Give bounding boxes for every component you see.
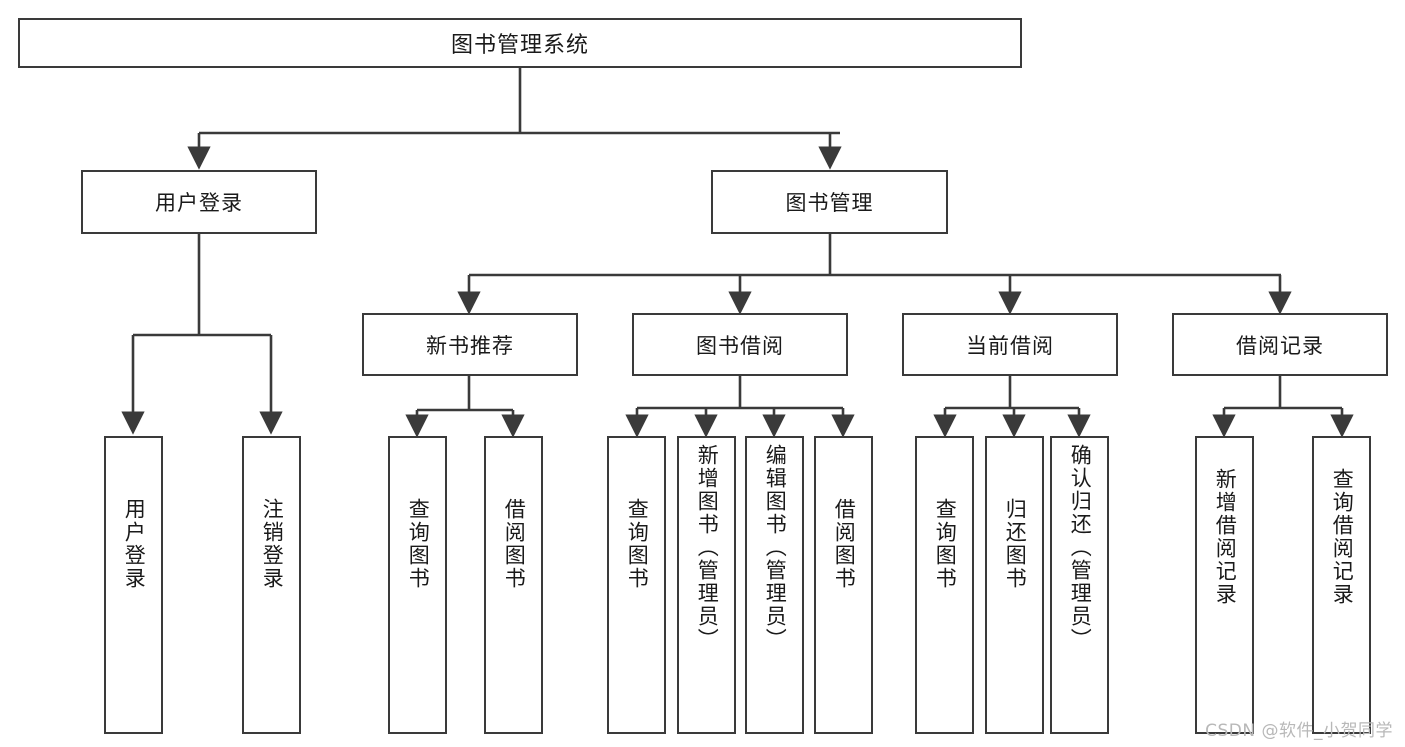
node-label: 查询图书 <box>933 498 958 590</box>
leaf-return-book[interactable]: 归还图书 <box>985 436 1044 734</box>
node-book-borrow[interactable]: 图书借阅 <box>632 313 848 376</box>
leaf-query-book-borrow[interactable]: 查询图书 <box>607 436 666 734</box>
node-label: 注销登录 <box>260 498 285 590</box>
leaf-edit-book-admin[interactable]: 编辑图书（管理员） <box>745 436 804 734</box>
node-label: 图书借阅 <box>696 333 784 358</box>
node-label: 用户登录 <box>155 191 243 215</box>
node-label: 图书管理 <box>785 191 874 215</box>
node-label: 查询借阅记录 <box>1330 468 1355 606</box>
node-label: 当前借阅 <box>966 333 1054 358</box>
leaf-add-book-admin[interactable]: 新增图书（管理员） <box>677 436 736 734</box>
node-book-management[interactable]: 图书管理 <box>711 170 948 234</box>
node-label: 归还图书 <box>1003 498 1028 590</box>
node-current-borrow[interactable]: 当前借阅 <box>902 313 1118 376</box>
node-label: 新书推荐 <box>426 333 514 358</box>
node-label: 查询图书 <box>406 498 431 590</box>
node-new-book-recommend[interactable]: 新书推荐 <box>362 313 578 376</box>
leaf-borrow-book-new-recommend[interactable]: 借阅图书 <box>484 436 543 734</box>
node-label: 新增图书（管理员） <box>695 444 720 651</box>
node-label: 新增借阅记录 <box>1213 468 1238 606</box>
leaf-borrow-book-borrow[interactable]: 借阅图书 <box>814 436 873 734</box>
node-label: 图书管理系统 <box>450 33 589 58</box>
leaf-query-book-new-recommend[interactable]: 查询图书 <box>388 436 447 734</box>
node-label: 确认归还（管理员） <box>1068 444 1093 651</box>
leaf-add-borrow-record[interactable]: 新增借阅记录 <box>1195 436 1254 734</box>
node-user-login[interactable]: 用户登录 <box>81 170 317 234</box>
node-label: 编辑图书（管理员） <box>763 444 788 651</box>
node-label: 借阅图书 <box>502 498 527 590</box>
node-root-book-management-system[interactable]: 图书管理系统 <box>18 18 1022 68</box>
leaf-query-book-current[interactable]: 查询图书 <box>915 436 974 734</box>
node-label: 用户登录 <box>122 498 147 590</box>
leaf-logout-login[interactable]: 注销登录 <box>242 436 301 734</box>
node-label: 查询图书 <box>625 498 650 590</box>
leaf-user-login[interactable]: 用户登录 <box>104 436 163 734</box>
node-label: 借阅记录 <box>1236 333 1324 358</box>
leaf-query-borrow-record[interactable]: 查询借阅记录 <box>1312 436 1371 734</box>
csdn-watermark: CSDN @软件_小贺同学 <box>1205 721 1393 741</box>
leaf-confirm-return-admin[interactable]: 确认归还（管理员） <box>1050 436 1109 734</box>
node-borrow-record[interactable]: 借阅记录 <box>1172 313 1388 376</box>
node-label: 借阅图书 <box>832 498 857 590</box>
